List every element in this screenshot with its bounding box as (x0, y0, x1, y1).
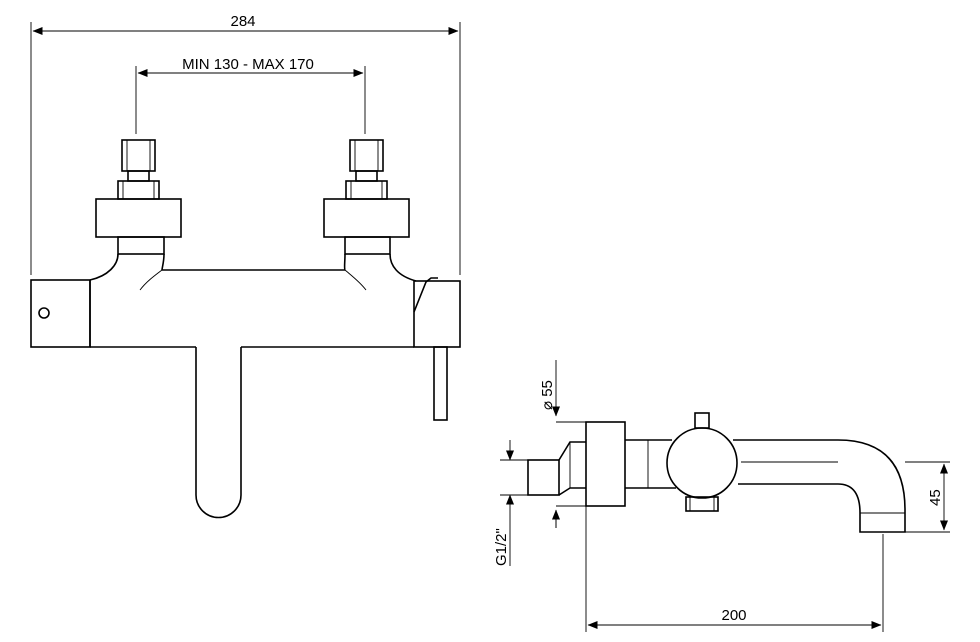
diverter-handle (413, 277, 461, 421)
thread-dimension: G1/2" (493, 440, 528, 566)
body-diameter-dimension: ⌀ 55 (539, 360, 586, 528)
front-view: 284 MIN 130 - MAX 170 (30, 13, 461, 519)
right-inlet-connector (323, 139, 410, 255)
spout-height-dimension: 45 (905, 461, 950, 533)
thread-label: G1/2" (493, 528, 510, 566)
thermostatic-knob (30, 279, 91, 348)
round-body (666, 412, 738, 512)
wall-connector (527, 441, 586, 496)
wall-flange (585, 421, 626, 507)
inlet-spacing-label: MIN 130 - MAX 170 (182, 56, 314, 73)
side-view: ⌀ 55 G1/2" (493, 360, 950, 632)
top-lever (694, 412, 710, 429)
inlet-spacing-dimension: MIN 130 - MAX 170 (135, 56, 366, 134)
spout (733, 439, 906, 533)
spout-height-label: 45 (927, 489, 944, 506)
bottom-outlet-tube (195, 347, 242, 519)
connecting-body (625, 439, 676, 489)
overall-width-dimension: 284 (30, 13, 461, 275)
mixer-body (89, 253, 417, 348)
overall-width-label: 284 (230, 13, 255, 30)
temperature-indicator-icon (38, 307, 50, 319)
bottom-aerator (685, 496, 719, 512)
projection-label: 200 (721, 607, 746, 624)
left-inlet-connector (95, 139, 182, 255)
projection-dimension: 200 (585, 506, 884, 632)
body-diameter-label: ⌀ 55 (539, 380, 556, 410)
